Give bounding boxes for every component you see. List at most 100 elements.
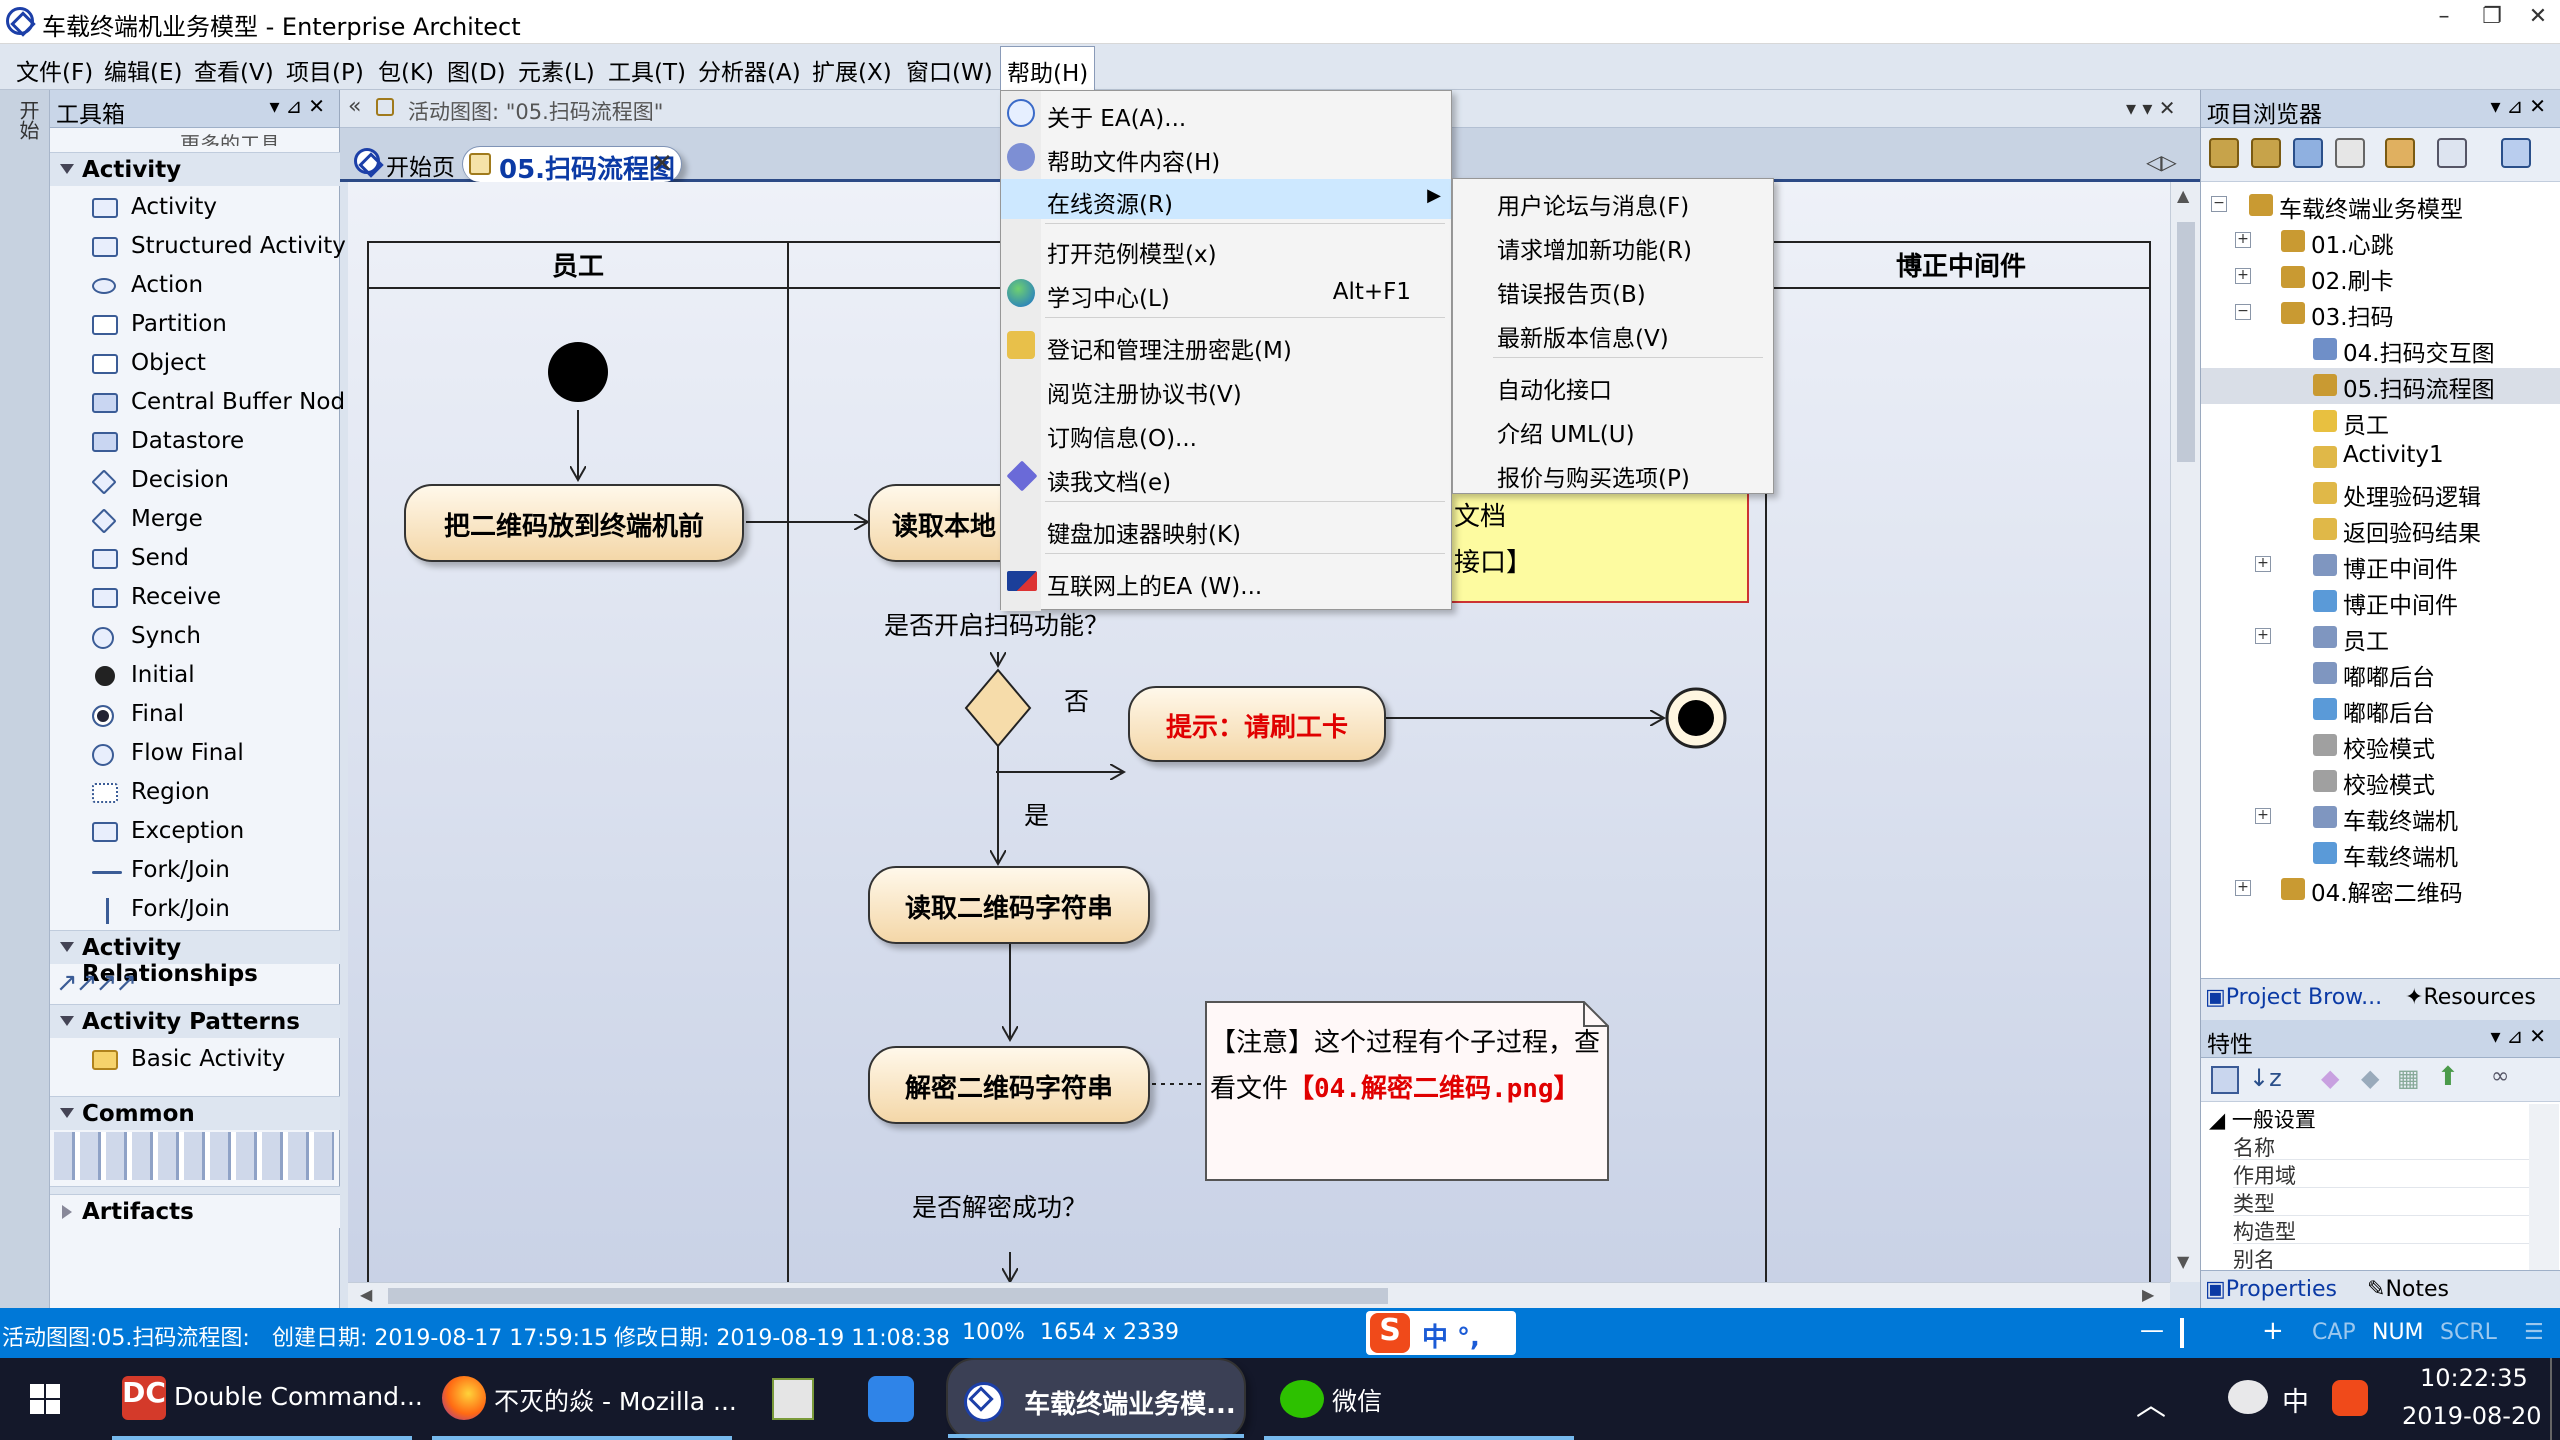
- submenu-latest-version[interactable]: 最新版本信息(V): [1497, 326, 1669, 352]
- tool-receive[interactable]: Receive: [86, 580, 346, 616]
- tree-node[interactable]: Activity1: [2201, 440, 2560, 476]
- group-activity[interactable]: Activity: [50, 152, 340, 186]
- tab-scroll-arrows[interactable]: ◁▷: [2146, 150, 2177, 174]
- start-button[interactable]: [0, 1358, 96, 1440]
- edit-icon[interactable]: [2437, 138, 2467, 168]
- new-diagram-icon[interactable]: [2293, 138, 2323, 168]
- tree-node[interactable]: −车载终端业务模型: [2201, 188, 2560, 224]
- scroll-right-icon[interactable]: ▶: [2142, 1285, 2155, 1304]
- expand-icon[interactable]: +: [2255, 808, 2271, 824]
- relationship-arrows-icon[interactable]: ↗↗↗↗: [56, 968, 137, 998]
- expand-icon[interactable]: +: [2255, 556, 2271, 572]
- tree-node[interactable]: 员工: [2201, 404, 2560, 440]
- new-model-icon[interactable]: [2209, 138, 2239, 168]
- menu-package[interactable]: 包(K): [378, 60, 435, 86]
- tree-node[interactable]: +04.解密二维码: [2201, 872, 2560, 908]
- menu-readme[interactable]: 读我文档(e): [1001, 457, 1451, 497]
- gem2-icon[interactable]: ◆: [2361, 1064, 2380, 1092]
- group-activity-patterns[interactable]: Activity Patterns: [50, 1004, 340, 1038]
- prop-type[interactable]: 类型: [2233, 1188, 2529, 1216]
- tree-node[interactable]: +员工: [2201, 620, 2560, 656]
- tool-basic-activity[interactable]: Basic Activity: [86, 1042, 346, 1078]
- tab-properties[interactable]: ▣Properties: [2205, 1277, 2337, 1302]
- prop-alias[interactable]: 别名: [2233, 1244, 2529, 1272]
- find-icon[interactable]: [2385, 138, 2415, 168]
- menu-window[interactable]: 窗口(W): [906, 60, 993, 86]
- action-hint-swipe-card[interactable]: 提示：请刷工卡: [1128, 686, 1386, 762]
- start-strip[interactable]: 开始: [0, 90, 50, 1308]
- tray-sogou-icon[interactable]: [2332, 1380, 2368, 1416]
- submenu-feature-request[interactable]: 请求增加新功能(R): [1497, 238, 1692, 264]
- tool-structured-activity[interactable]: Structured Activity: [86, 229, 346, 265]
- menu-diagram[interactable]: 图(D): [447, 60, 506, 86]
- submenu-bug-report[interactable]: 错误报告页(B): [1497, 282, 1646, 308]
- taskbar-app-chart[interactable]: [760, 1358, 840, 1440]
- tab-diagram[interactable]: 05.扫码流程图 ✕: [462, 146, 682, 185]
- tree-node[interactable]: 博正中间件: [2201, 584, 2560, 620]
- expand-icon[interactable]: +: [2235, 232, 2251, 248]
- tool-merge[interactable]: Merge: [86, 502, 346, 538]
- action-read-qr-string[interactable]: 读取二维码字符串: [868, 866, 1150, 944]
- scroll-up-icon[interactable]: ▲: [2177, 186, 2190, 205]
- tool-central-buffer[interactable]: Central Buffer Node: [86, 385, 346, 421]
- grid-icon[interactable]: ▦: [2397, 1064, 2420, 1092]
- expand-icon[interactable]: +: [2235, 268, 2251, 284]
- canvas-vertical-scrollbar[interactable]: ▲ ▼: [2170, 182, 2200, 1282]
- menu-keyboard-map[interactable]: 键盘加速器映射(K): [1047, 522, 1242, 548]
- properties-icon[interactable]: [2501, 138, 2531, 168]
- up-arrow-icon[interactable]: ⬆: [2437, 1062, 2459, 1092]
- sort-az-icon[interactable]: ↓z: [2249, 1064, 2282, 1092]
- tab-close-icon[interactable]: ✕: [651, 149, 673, 179]
- menu-element[interactable]: 元素(L): [518, 60, 595, 86]
- menu-order-info[interactable]: 订购信息(O)...: [1047, 426, 1197, 452]
- vertical-scroll-thumb[interactable]: [2177, 222, 2195, 462]
- tree-node[interactable]: 处理验码逻辑: [2201, 476, 2560, 512]
- tree-node[interactable]: 04.扫码交互图: [2201, 332, 2560, 368]
- tree-node[interactable]: +车载终端机: [2201, 800, 2560, 836]
- group-artifacts[interactable]: Artifacts: [50, 1194, 340, 1228]
- zoom-in-icon[interactable]: +: [2262, 1316, 2284, 1346]
- collapse-icon[interactable]: −: [2211, 196, 2227, 212]
- tool-fork-join-v[interactable]: Fork/Join: [86, 892, 346, 928]
- new-element-icon[interactable]: [2335, 138, 2365, 168]
- restore-button[interactable]: ❐: [2482, 4, 2502, 29]
- caption-collapse-icon[interactable]: «: [348, 94, 362, 119]
- new-package-icon[interactable]: [2251, 138, 2281, 168]
- zoom-out-icon[interactable]: —: [2140, 1316, 2164, 1344]
- tree-node[interactable]: 嘟嘟后台: [2201, 656, 2560, 692]
- pane-controls[interactable]: ▾⊿✕: [2490, 1024, 2552, 1048]
- collapse-icon[interactable]: −: [2235, 304, 2251, 320]
- menu-open-example[interactable]: 打开范例模型(x): [1047, 242, 1217, 268]
- menu-license-agreement[interactable]: 阅览注册协议书(V): [1047, 382, 1242, 408]
- tree-node[interactable]: 05.扫码流程图: [2201, 368, 2560, 404]
- group-common[interactable]: Common: [50, 1096, 340, 1130]
- show-desktop-button[interactable]: [2550, 1358, 2552, 1440]
- tool-partition[interactable]: Partition: [86, 307, 346, 343]
- tab-notes[interactable]: ✎Notes: [2367, 1277, 2449, 1302]
- taskbar-app-editor[interactable]: [856, 1358, 936, 1440]
- tree-node[interactable]: +02.刷卡: [2201, 260, 2560, 296]
- submenu-automation-interface[interactable]: 自动化接口: [1497, 378, 1612, 404]
- menu-tools[interactable]: 工具(T): [608, 60, 686, 86]
- properties-scrollbar[interactable]: [2529, 1104, 2559, 1272]
- section-general[interactable]: ◢ 一般设置: [2209, 1108, 2316, 1132]
- group-activity-relationships[interactable]: Activity Relationships: [50, 930, 340, 987]
- scroll-down-icon[interactable]: ▼: [2177, 1252, 2190, 1271]
- menu-online-resources[interactable]: 在线资源(R)▶: [1001, 179, 1451, 219]
- horizontal-scroll-thumb[interactable]: [388, 1288, 1388, 1304]
- pane-controls[interactable]: ▾⊿✕: [2490, 94, 2552, 118]
- tool-datastore[interactable]: Datastore: [86, 424, 346, 460]
- diagram-canvas[interactable]: 员工 博正中间件 把二维码放到终端机前 读取本地 提示：请刷工卡 读取二维码字符…: [348, 182, 2170, 1282]
- tab-resources[interactable]: ✦Resources: [2405, 985, 2536, 1010]
- close-button[interactable]: ✕: [2528, 4, 2548, 29]
- tree-node[interactable]: 校验模式: [2201, 728, 2560, 764]
- tray-ime-mode[interactable]: 中: [2282, 1387, 2309, 1418]
- menu-help[interactable]: 帮助(H): [1000, 46, 1096, 91]
- tool-initial[interactable]: Initial: [86, 658, 346, 694]
- submenu-pricing[interactable]: 报价与购买选项(P): [1497, 466, 1690, 492]
- tool-fork-join-h[interactable]: Fork/Join: [86, 853, 346, 889]
- action-place-qrcode[interactable]: 把二维码放到终端机前: [404, 484, 744, 562]
- tree-node[interactable]: 车载终端机: [2201, 836, 2560, 872]
- taskbar-enterprise-architect[interactable]: 车载终端业务模...: [946, 1358, 1246, 1440]
- menu-register-keys[interactable]: 登记和管理注册密匙(M): [1001, 325, 1451, 365]
